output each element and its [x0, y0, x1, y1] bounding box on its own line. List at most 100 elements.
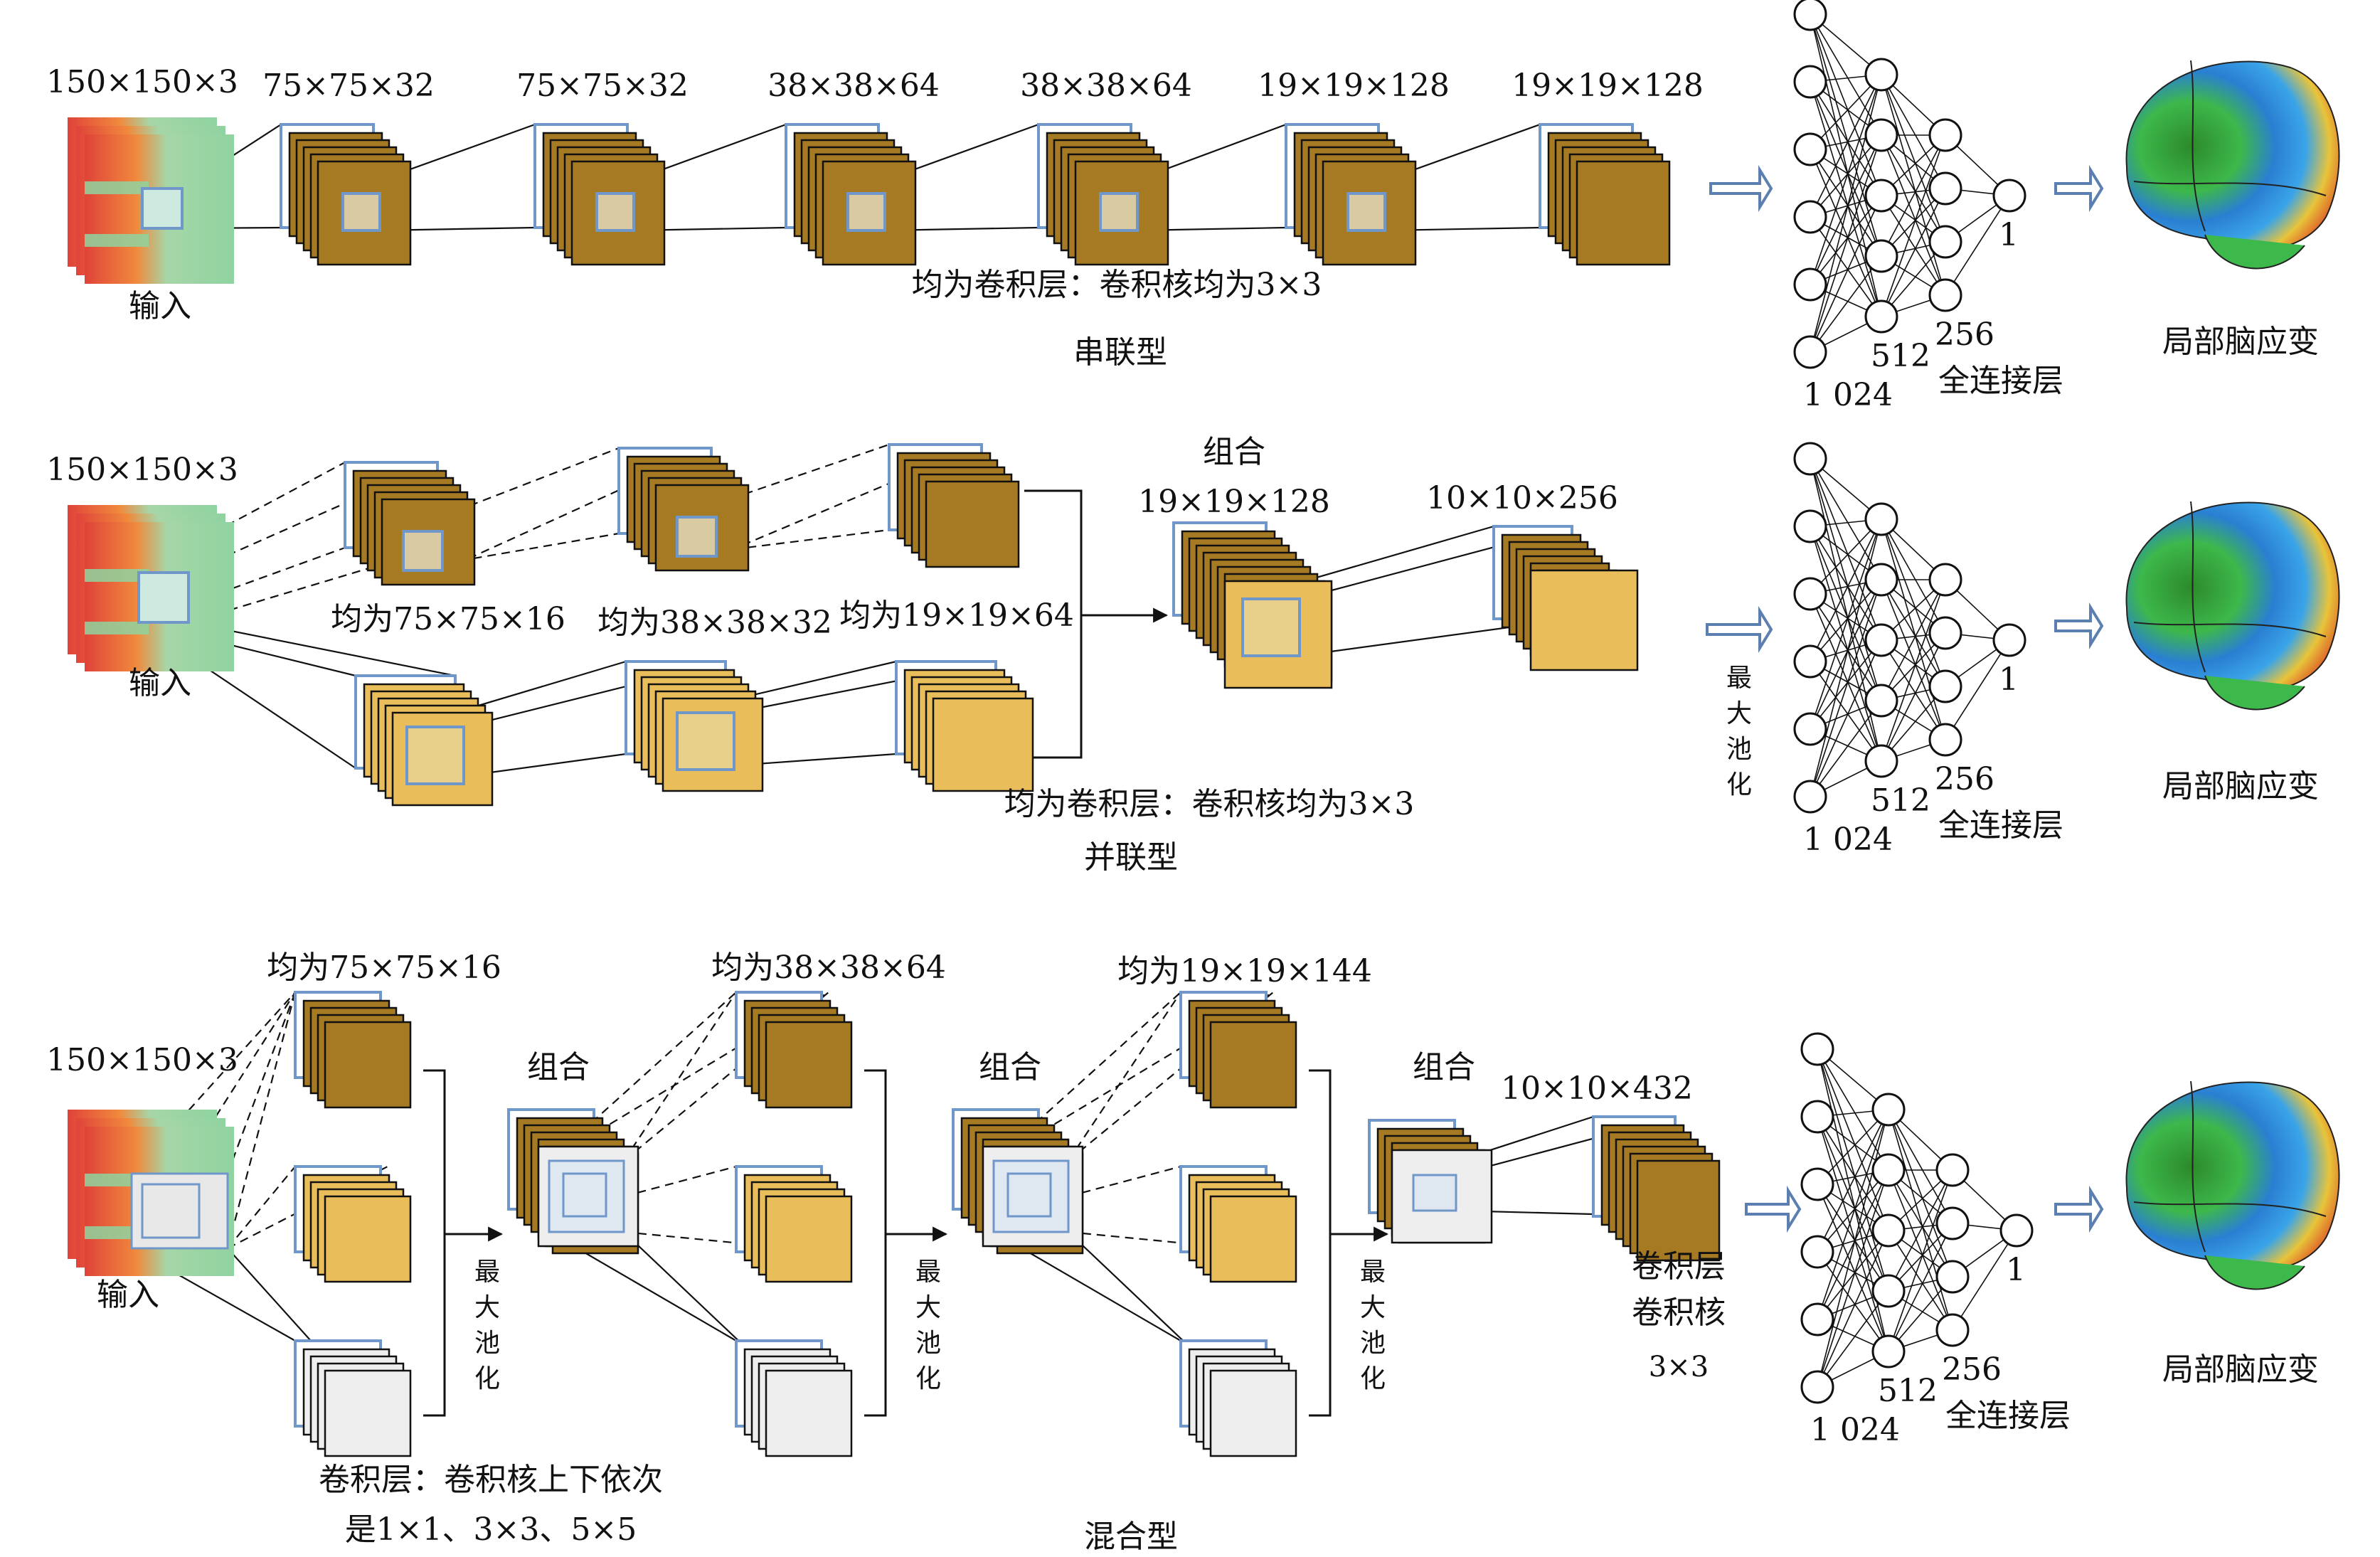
series-neuron-icon — [1793, 267, 1827, 302]
parallel-output-label: 局部脑应变 — [2162, 768, 2319, 804]
series-neuron-icon — [1793, 200, 1827, 234]
hybrid-final-size: 10×10×432 — [1501, 1070, 1693, 1107]
hybrid-pool-label-2-char: 化 — [915, 1364, 941, 1393]
parallel-input-label: 输入 — [129, 665, 191, 701]
hybrid-fc-edge — [1817, 1184, 1889, 1352]
feature-map-layer — [324, 1369, 412, 1457]
series-neuron-icon — [1864, 118, 1898, 152]
parallel-fc-edge — [1810, 700, 1882, 797]
parallel-fc-edge — [1881, 519, 1946, 634]
series-out-hollow-arrow-icon — [2054, 164, 2104, 213]
feature-map-layer — [1209, 1021, 1297, 1109]
parallel-neuron-icon — [1864, 684, 1898, 718]
hybrid-pool-label-2-char: 池 — [915, 1329, 941, 1358]
hybrid-input-label: 输入 — [97, 1277, 159, 1313]
hybrid-pool-label-2-char: 大 — [915, 1293, 941, 1322]
hybrid-output-label: 局部脑应变 — [2162, 1351, 2319, 1388]
hybrid-conn-mid — [227, 1166, 296, 1249]
parallel-fc-edge — [1881, 519, 1946, 687]
series-neuron-icon — [1864, 299, 1898, 334]
series-title: 串联型 — [1073, 334, 1167, 371]
hybrid-pool-label-1-char: 最 — [474, 1258, 500, 1287]
hybrid-fc-label: 全连接层 — [1945, 1398, 2071, 1434]
hybrid-combine-label-1: 组合 — [527, 1049, 590, 1085]
hybrid-neuron-icon — [1999, 1213, 2034, 1248]
series-neuron-icon — [1864, 239, 1898, 273]
parallel-top-stage-3 — [888, 443, 1020, 568]
parallel-merge-bracket — [1024, 489, 1083, 759]
parallel-combine-label: 组合 — [1203, 434, 1265, 470]
series-kernel-5 — [1346, 192, 1386, 232]
parallel-neuron-icon — [1793, 509, 1827, 543]
hybrid-combine-1-kernel — [548, 1159, 625, 1233]
hybrid-fc-edge — [1817, 1116, 1889, 1292]
hybrid-neuron-icon — [1935, 1260, 1970, 1294]
hybrid-combine-3-kernel — [1412, 1174, 1457, 1212]
parallel-fc-edge — [1810, 458, 1882, 580]
parallel-bottom-stage-3 — [895, 660, 1034, 792]
brain-cerebellum — [2204, 675, 2305, 711]
hybrid-fc-edge — [1817, 1230, 1889, 1320]
series-fc-edge — [1881, 134, 1946, 296]
hybrid-group-label-2: 均为38×38×64 — [711, 950, 946, 986]
hybrid-fc-edge — [1817, 1169, 1889, 1320]
series-fc-edge — [1810, 74, 1882, 218]
parallel-combine-size: 19×19×128 — [1138, 484, 1330, 520]
hybrid-fc-edge — [1817, 1251, 1889, 1352]
brain-fissure — [2190, 1080, 2206, 1253]
hybrid-final-conv-line-1: 卷积层 — [1632, 1248, 1726, 1285]
parallel-fc-edge — [1810, 579, 1882, 797]
hybrid-block-3-branch-5x5 — [1179, 1339, 1297, 1457]
hybrid-pool-label-1-char: 大 — [474, 1293, 500, 1322]
series-neuron-icon — [1793, 132, 1827, 166]
parallel-fc-edge — [1810, 579, 1882, 662]
hybrid-block-2-branch-3x3 — [735, 1165, 853, 1283]
series-fc-size-256: 256 — [1935, 317, 1994, 353]
hybrid-note-line-2: 是1×1、3×3、5×5 — [345, 1511, 637, 1548]
series-output-label: 局部脑应变 — [2162, 324, 2319, 360]
parallel-fc-edge — [1881, 519, 1946, 740]
parallel-fc-edge — [1810, 526, 1882, 701]
hybrid-final-conv-line-3: 3×3 — [1649, 1351, 1709, 1383]
series-fc-edge — [1810, 14, 1882, 196]
hybrid-out-hollow-arrow-icon — [2054, 1185, 2104, 1233]
hybrid-input-kernel — [130, 1172, 229, 1250]
hybrid-fc-edge — [1817, 1230, 1889, 1388]
series-fc-edge — [1810, 74, 1882, 285]
feature-map-layer — [765, 1195, 853, 1283]
parallel-bottom-kernel-1 — [405, 726, 465, 785]
parallel-neuron-icon — [1793, 442, 1827, 476]
hybrid-note-line-1: 卷积层：卷积核上下依次 — [319, 1462, 663, 1498]
hybrid-conn-top — [226, 992, 297, 1249]
hybrid-neuron-icon — [1935, 1206, 1970, 1240]
hybrid-group-label-3: 均为19×19×144 — [1117, 953, 1372, 989]
hybrid-fc-edge — [1817, 1109, 1889, 1388]
series-fc-edge — [1810, 134, 1882, 218]
series-fc-edge — [1881, 134, 1946, 317]
parallel-out-hollow-arrow-icon — [2054, 602, 2104, 650]
parallel-pool-label-char: 池 — [1726, 735, 1752, 764]
feature-map-layer — [925, 480, 1020, 568]
hybrid-combine-label-3: 组合 — [1413, 1049, 1475, 1085]
hybrid-conn-mid — [1068, 1165, 1181, 1198]
hybrid-fc-edge — [1888, 1169, 1953, 1277]
hybrid-block-3-branch-3x3 — [1179, 1165, 1297, 1283]
parallel-fc-edge — [1810, 639, 1882, 797]
hybrid-fc-edge — [1952, 1230, 2017, 1331]
hybrid-fc-edge — [1817, 1048, 1889, 1292]
series-fc-edge — [1881, 188, 1946, 317]
feature-map-layer — [932, 697, 1034, 792]
series-neuron-icon — [1793, 65, 1827, 99]
parallel-neuron-icon — [1992, 623, 2026, 657]
hybrid-title: 混合型 — [1084, 1519, 1178, 1555]
parallel-neuron-icon — [1928, 669, 1962, 703]
parallel-fc-edge — [1810, 519, 1882, 797]
series-kernel-4 — [1099, 192, 1139, 232]
hybrid-fc-size-256: 256 — [1942, 1351, 2002, 1388]
series-neuron-icon — [1864, 179, 1898, 213]
hybrid-fc-edge — [1817, 1116, 1889, 1231]
hybrid-conn-top — [1068, 992, 1181, 1162]
input-stripe — [85, 569, 149, 582]
parallel-neuron-icon — [1864, 744, 1898, 778]
